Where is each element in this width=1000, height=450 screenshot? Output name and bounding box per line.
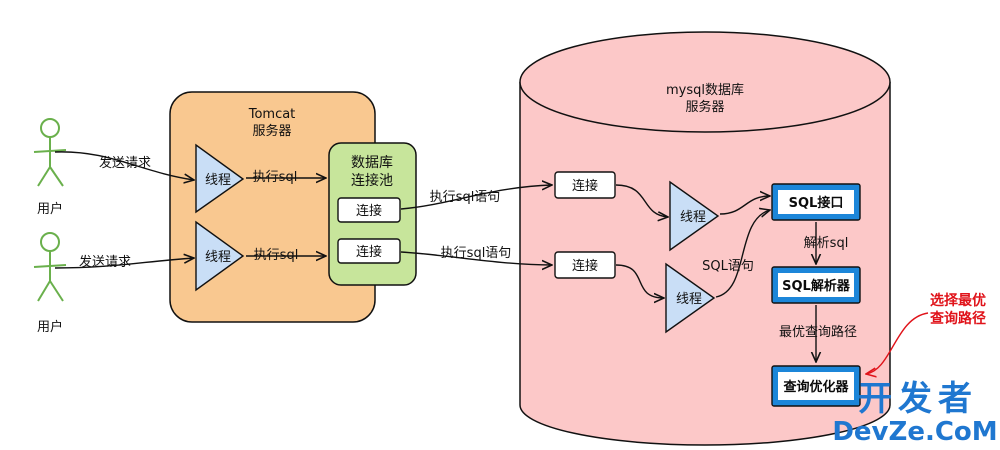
thread-interface-arrow-1 xyxy=(719,196,770,215)
exec-label-1: 执行sql xyxy=(253,170,298,185)
thread-interface-arrow-2 xyxy=(715,210,770,298)
conn-thread-arrow-2 xyxy=(615,264,664,298)
watermark-cn: 开发者 xyxy=(858,379,978,419)
annotation-arrow xyxy=(866,312,929,374)
mysql-title-2: 服务器 xyxy=(685,99,724,115)
db-connection-1-label: 连接 xyxy=(572,178,598,194)
tomcat-thread-1-label: 线程 xyxy=(205,173,231,188)
conn-thread-arrow-1 xyxy=(615,184,668,217)
pool-connection-2 xyxy=(337,238,401,264)
db-thread-1: 线程 xyxy=(669,180,720,252)
watermark-en: DevZe.CoM xyxy=(832,417,997,447)
request-arrow-1 xyxy=(54,151,194,180)
pool-connection-1 xyxy=(337,197,401,223)
tomcat-thread-2-label: 线程 xyxy=(205,250,231,265)
sql-interface-inner xyxy=(778,190,854,214)
db-connection-2-label: 连接 xyxy=(572,258,598,274)
db-thread-2: 线程 xyxy=(665,262,716,334)
exec-label-2: 执行sql xyxy=(254,248,299,263)
sql-parser-inner xyxy=(778,273,854,297)
db-thread-1-label: 线程 xyxy=(680,210,706,225)
parse-label: 解析sql xyxy=(804,236,849,251)
user-icon xyxy=(33,118,67,187)
statement-label-2: 执行sql语句 xyxy=(441,246,512,261)
db-thread-2-label: 线程 xyxy=(676,292,702,307)
request-label-1: 发送请求 xyxy=(99,155,151,171)
mysql-title-1: mysql数据库 xyxy=(666,82,744,98)
tomcat-thread-1: 线程 xyxy=(195,143,245,214)
statement-arrow-1 xyxy=(400,185,552,210)
pool-title-2: 连接池 xyxy=(351,172,393,189)
user-1-label: 用户 xyxy=(37,201,63,217)
db-connection-1 xyxy=(554,171,616,199)
connection-pool-box: 数据库 连接池 连接 连接 xyxy=(328,142,417,286)
query-optimizer-inner xyxy=(778,372,854,400)
query-optimizer-label: 查询优化器 xyxy=(782,379,849,395)
db-connection-2 xyxy=(554,251,616,279)
tomcat-title-1: Tomcat xyxy=(248,107,296,122)
tomcat-title-2: 服务器 xyxy=(252,123,291,139)
optimal-path-label: 最优查询路径 xyxy=(779,324,857,340)
sql-parser-label: SQL解析器 xyxy=(782,278,851,294)
request-arrow-2 xyxy=(54,258,194,269)
pool-connection-2-label: 连接 xyxy=(356,244,382,260)
user-2-label: 用户 xyxy=(37,319,63,335)
user-icon xyxy=(33,232,67,302)
statement-label-1: 执行sql语句 xyxy=(430,190,501,205)
tomcat-thread-2: 线程 xyxy=(195,220,245,292)
annotation-line-2: 查询路径 xyxy=(930,310,986,327)
sql-interface-label: SQL接口 xyxy=(789,195,844,211)
annotation-line-1: 选择最优 xyxy=(930,292,986,309)
statement-arrow-2 xyxy=(400,251,552,265)
sql-statement-label: SQL语句 xyxy=(702,259,754,274)
request-label-2: 发送请求 xyxy=(79,254,131,270)
pool-title-1: 数据库 xyxy=(351,155,393,171)
pool-connection-1-label: 连接 xyxy=(356,203,382,219)
